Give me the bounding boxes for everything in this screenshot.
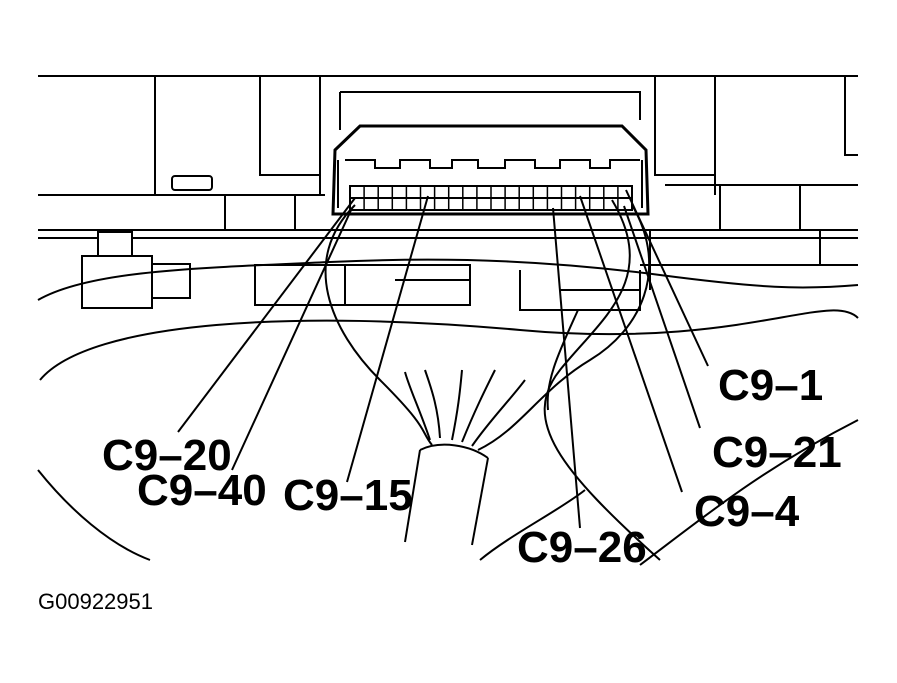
engine-bracket-structure xyxy=(38,75,858,311)
figure-id: G00922951 xyxy=(38,589,153,614)
leader-c9-15 xyxy=(346,195,429,483)
pin-labels: C9–1 C9–21 C9–4 C9–26 C9–15 C9–20 C9–40 xyxy=(102,361,842,572)
connector-pin-grid xyxy=(363,186,619,210)
leader-lines xyxy=(177,189,709,529)
connector-c9 xyxy=(331,124,650,216)
leader-c9-21 xyxy=(623,205,701,429)
leader-c9-26 xyxy=(552,207,581,529)
leader-c9-4 xyxy=(579,195,683,493)
label-c9-40: C9–40 xyxy=(137,466,267,515)
label-c9-20: C9–20 xyxy=(102,431,232,480)
label-c9-15: C9–15 xyxy=(283,471,413,520)
leader-c9-1 xyxy=(625,189,709,367)
leader-c9-20 xyxy=(177,197,356,433)
label-c9-4: C9–4 xyxy=(694,487,800,536)
wire-harness xyxy=(37,199,859,566)
leader-c9-40 xyxy=(231,207,353,471)
label-c9-21: C9–21 xyxy=(712,428,842,477)
label-c9-1: C9–1 xyxy=(718,361,823,410)
label-c9-26: C9–26 xyxy=(517,523,647,572)
